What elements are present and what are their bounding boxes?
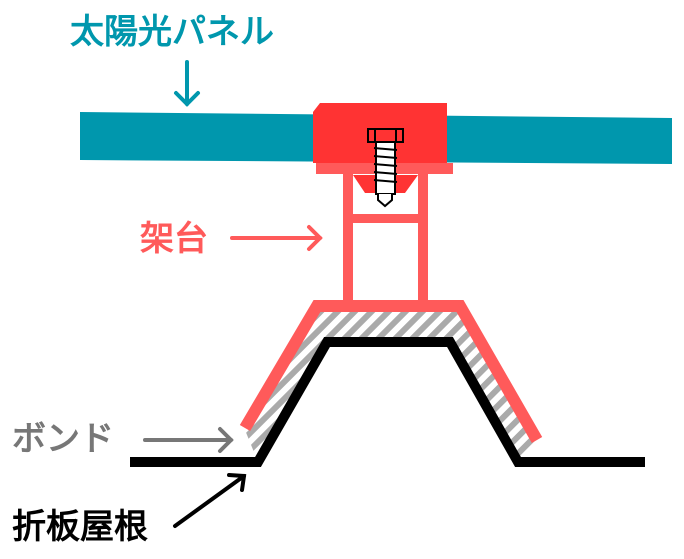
arrow-down-icon <box>174 60 200 107</box>
arrow-right-icon <box>143 427 234 453</box>
solar-panel-label: 太陽光パネル <box>70 12 274 52</box>
arrow-diagonal-icon <box>173 473 247 528</box>
bolt-icon <box>367 128 404 208</box>
mount-base <box>239 300 543 443</box>
mount-label: 架台 <box>140 219 208 259</box>
arrow-right-icon <box>230 225 323 251</box>
bond-layer <box>245 307 537 462</box>
roof-label: 折板屋根 <box>12 507 148 547</box>
bond-label: ボンド <box>12 419 114 459</box>
folded-plate-roof <box>130 337 645 467</box>
